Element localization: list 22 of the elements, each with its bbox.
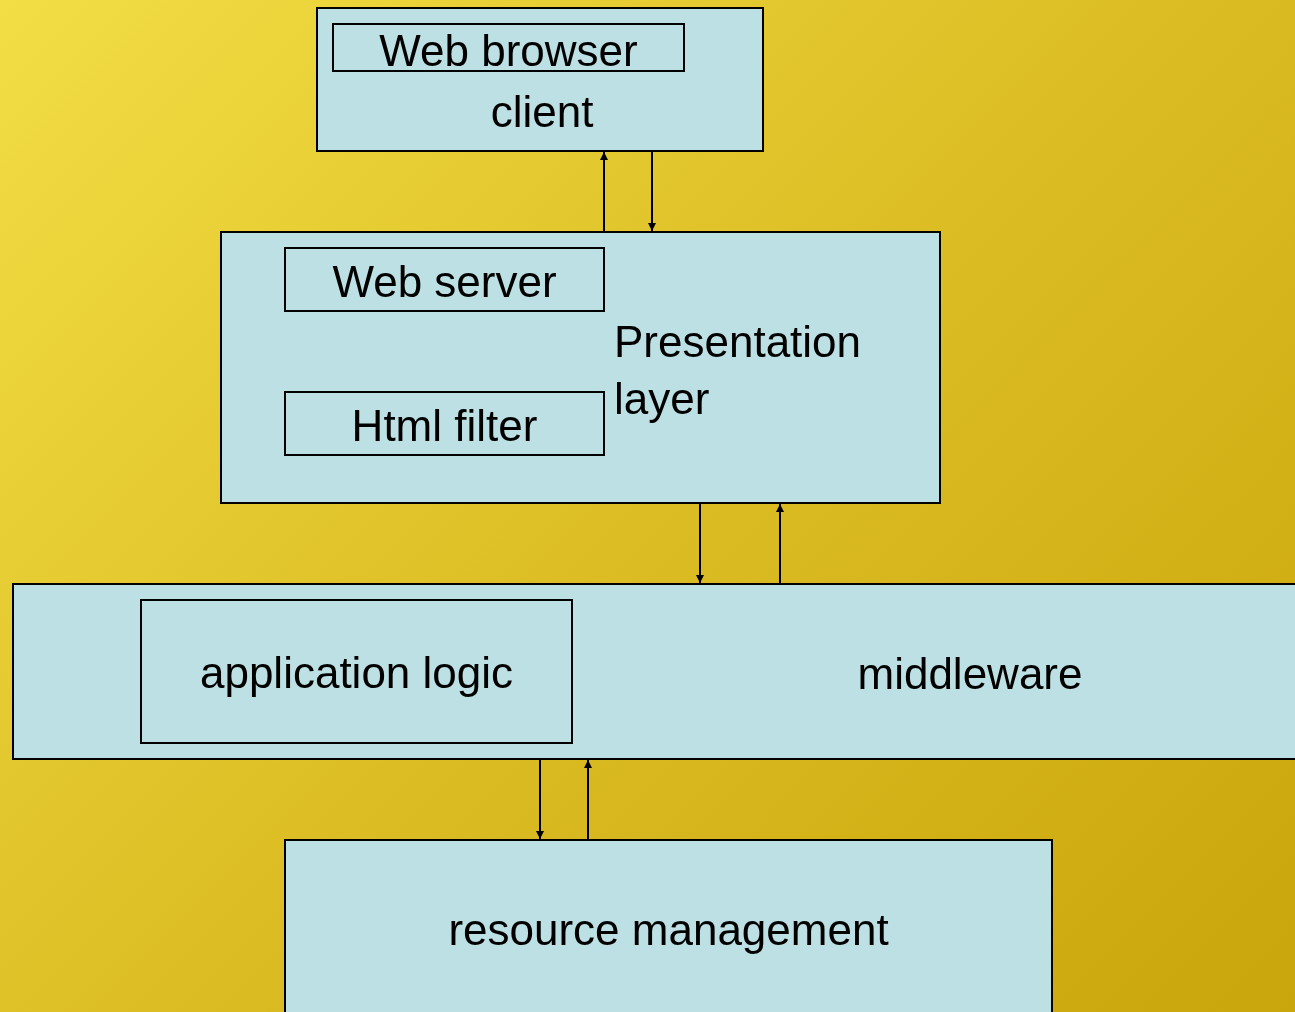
arrow [776, 503, 784, 584]
layer-box [12, 583, 1295, 760]
layer-box [284, 247, 605, 312]
layer-box [316, 7, 764, 152]
box-label: client [489, 86, 595, 138]
layer-box [140, 599, 573, 744]
box-label: middleware [856, 648, 1084, 700]
arrow [584, 759, 592, 840]
arrow [648, 151, 656, 232]
layer-box [332, 23, 685, 72]
box-label: Web server [331, 256, 558, 308]
layer-box [284, 839, 1053, 1012]
arrow [536, 759, 544, 840]
box-label: resource management [447, 904, 890, 956]
box-label: Presentation layer [614, 316, 863, 426]
box-label: Html filter [350, 400, 539, 452]
arrow [600, 151, 608, 232]
arrow [696, 503, 704, 584]
layer-box [284, 391, 605, 456]
box-label: Web browser [378, 25, 639, 77]
box-label: application logic [198, 647, 515, 699]
layer-box [220, 231, 941, 504]
